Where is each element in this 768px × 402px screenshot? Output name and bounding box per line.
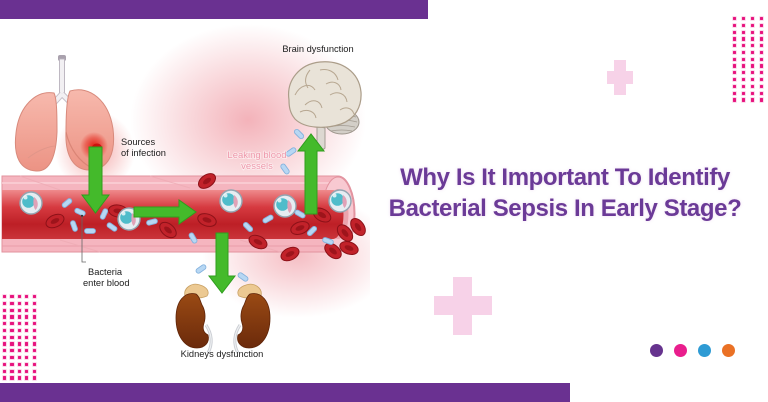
dot-grid-bottom-left [3, 295, 36, 380]
bottom-purple-bar [0, 383, 570, 402]
plus-icon [434, 277, 492, 335]
arrow-lung-to-blood [81, 146, 110, 214]
sepsis-diagram: Brain dysfunction Sources of infection L… [1, 24, 370, 359]
label-sources-line2: of infection [121, 148, 166, 158]
label-sources-line1: Sources [121, 137, 155, 147]
page-title: Why Is It Important To Identify Bacteria… [362, 162, 768, 224]
label-leaking-line1: Leaking blood [227, 150, 286, 161]
label-brain-dysfunction: Brain dysfunction [282, 44, 353, 54]
brain-illustration [288, 61, 362, 151]
label-leaking-line2: vessels [241, 161, 273, 172]
title-line-1: Why Is It Important To Identify [400, 164, 730, 191]
label-kidneys-dysfunction: Kidneys dysfunction [181, 349, 264, 359]
arrow-blood-to-brain [296, 133, 326, 215]
lungs-illustration [14, 55, 115, 172]
plus-icon [607, 60, 633, 95]
accent-dots [650, 344, 735, 357]
kidneys-illustration [175, 283, 271, 354]
dot-grid-top-right [733, 17, 764, 102]
label-bacteria-line1: Bacteria [88, 267, 123, 277]
top-purple-bar [0, 0, 428, 19]
arrow-blood-to-kidneys [207, 232, 237, 294]
label-bacteria-line2: enter blood [83, 278, 130, 288]
flow-arrows [81, 133, 326, 294]
title-line-2: Bacterial Sepsis In Early Stage? [388, 195, 742, 222]
bacteria-leader-line [80, 214, 86, 263]
arrow-blood-flow [133, 199, 197, 225]
